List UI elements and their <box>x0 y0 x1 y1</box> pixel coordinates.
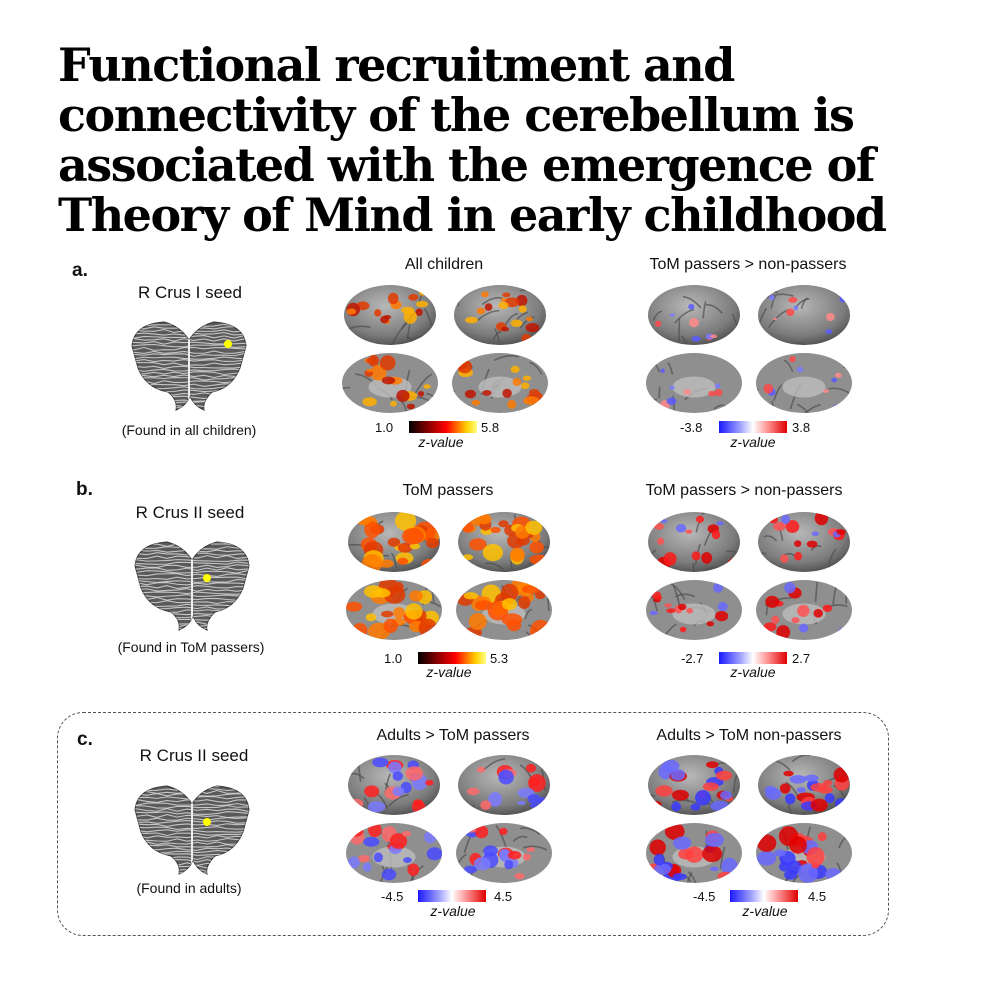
brain-surface-4 <box>456 580 552 640</box>
panel-c-map1-brains <box>344 753 574 893</box>
panel-a-map2-cb-label: z-value <box>730 434 776 450</box>
brain-surface-2 <box>458 755 550 815</box>
panel-a-map1-colorbar <box>409 421 477 433</box>
panel-b-seed-note: (Found in ToM passers) <box>117 639 265 655</box>
panel-a-map1-cb-max: 5.8 <box>481 420 500 435</box>
panel-a-map1-cb-min: 1.0 <box>375 420 394 435</box>
panel-c-letter: c. <box>77 729 93 750</box>
panel-b-map2-colorbar <box>719 652 787 664</box>
panel-c-seed-note: (Found in adults) <box>136 880 242 896</box>
panel-c-map2-colorbar <box>730 890 798 902</box>
brain-surface-2 <box>454 285 546 345</box>
seed-marker <box>224 340 232 348</box>
brain-surface-1 <box>648 755 740 815</box>
brain-surface-2 <box>758 512 850 572</box>
brain-surface-2 <box>758 285 850 345</box>
brain-surface-3 <box>346 580 442 640</box>
panel-c-cerebellum-image <box>127 770 257 885</box>
panel-b-map2-cb-label: z-value <box>730 664 776 680</box>
panel-c-map1-colorbar <box>418 890 486 902</box>
panel-a-map1-title: All children <box>404 256 484 273</box>
panel-a-map2-cb-min: -3.8 <box>680 420 703 435</box>
panel-b-map1-title: ToM passers <box>402 482 494 499</box>
brain-surface-2 <box>458 512 550 572</box>
brain-surface-3 <box>646 580 742 640</box>
panel-b-map1-colorbar <box>418 652 486 664</box>
panel-c-map2-brains <box>644 753 874 893</box>
panel-a-map1-cb-label: z-value <box>418 434 464 450</box>
brain-surface-1 <box>348 512 440 572</box>
panel-b-map2-cb-min: -2.7 <box>681 651 704 666</box>
brain-surface-4 <box>452 353 548 413</box>
brain-surface-1 <box>348 755 440 815</box>
panel-c-map1-cb-max: 4.5 <box>494 889 513 904</box>
figure-title: Functional recruitment and connectivity … <box>58 38 887 242</box>
panel-b-map2-cb-max: 2.7 <box>792 651 811 666</box>
brain-surface-3 <box>346 823 442 883</box>
panel-c-seed-label: R Crus II seed <box>139 746 249 765</box>
panel-c-map1-title: Adults > ToM passers <box>376 727 530 744</box>
brain-surface-1 <box>344 285 436 345</box>
panel-b-seed-label: R Crus II seed <box>135 503 245 522</box>
panel-a-seed-note: (Found in all children) <box>121 422 257 438</box>
panel-a-map2-brains <box>644 283 874 423</box>
brain-surface-2 <box>758 755 850 815</box>
panel-a-map1-brains <box>340 283 570 423</box>
brain-surface-3 <box>646 823 742 883</box>
panel-c-map2-cb-min: -4.5 <box>693 889 716 904</box>
panel-b-letter: b. <box>76 479 93 500</box>
panel-a-letter: a. <box>72 260 88 281</box>
brain-surface-4 <box>756 823 852 883</box>
panel-a-map2-colorbar <box>719 421 787 433</box>
panel-b-map1-cb-label: z-value <box>426 664 472 680</box>
seed-marker <box>203 818 211 826</box>
brain-surface-3 <box>646 353 742 413</box>
panel-b-map2-brains <box>644 510 874 650</box>
panel-b-map1-cb-max: 5.3 <box>490 651 509 666</box>
brain-surface-1 <box>648 285 740 345</box>
panel-c-map1-cb-label: z-value <box>430 903 476 919</box>
panel-c-map2-cb-max: 4.5 <box>808 889 827 904</box>
panel-b-cerebellum-image <box>127 526 257 641</box>
panel-c-dashed-frame <box>57 712 889 936</box>
panel-c-map2-cb-label: z-value <box>742 903 788 919</box>
panel-a-cerebellum-image <box>124 306 254 421</box>
brain-surface-4 <box>756 580 852 640</box>
brain-surface-4 <box>456 823 552 883</box>
brain-surface-1 <box>648 512 740 572</box>
panel-b-map1-brains <box>344 510 574 650</box>
panel-c-map1-cb-min: -4.5 <box>381 889 404 904</box>
panel-c-map2-title: Adults > ToM non-passers <box>656 727 842 744</box>
brain-surface-3 <box>342 353 438 413</box>
brain-surface-4 <box>756 353 852 413</box>
panel-a-map2-title: ToM passers > non-passers <box>649 256 847 273</box>
seed-marker <box>203 574 211 582</box>
panel-a-seed-label: R Crus I seed <box>138 283 242 302</box>
panel-b-map2-title: ToM passers > non-passers <box>645 482 843 499</box>
panel-a-map2-cb-max: 3.8 <box>792 420 811 435</box>
panel-b-map1-cb-min: 1.0 <box>384 651 403 666</box>
